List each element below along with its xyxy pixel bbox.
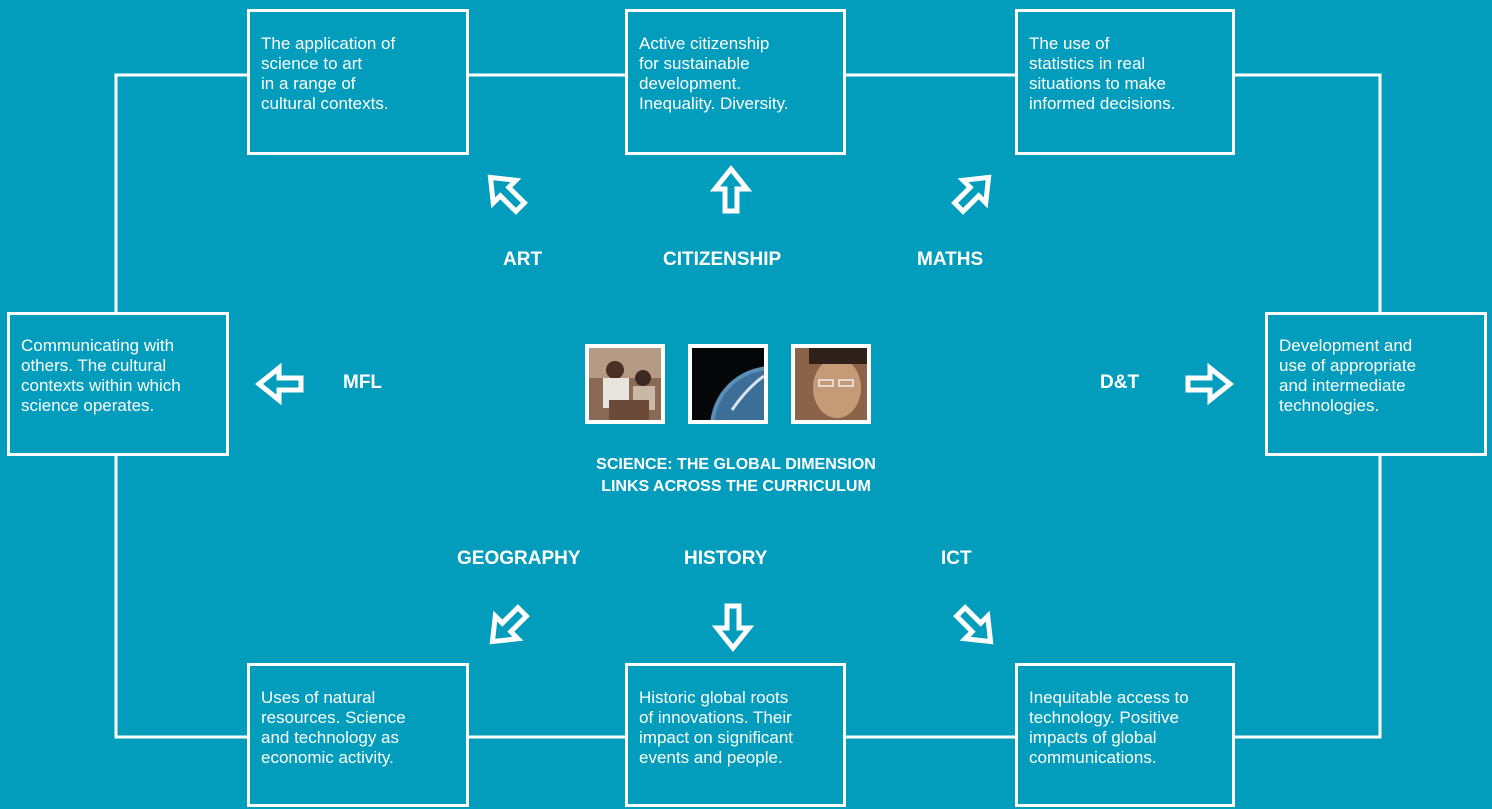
arrow-down-icon	[711, 603, 755, 653]
arrow-up-left-icon	[487, 174, 528, 215]
photo-students-icon	[585, 344, 665, 424]
dt-description-box: Development and use of appropriate and i…	[1265, 312, 1487, 456]
citizenship-description-box: Active citizenship for sustainable devel…	[625, 9, 846, 155]
subject-label-maths: MATHS	[917, 249, 984, 270]
subject-label-ict: ICT	[941, 548, 972, 569]
arrow-left-icon	[254, 362, 304, 406]
center-title-line-1: SCIENCE: THE GLOBAL DIMENSION	[596, 456, 876, 473]
ict-description-box: Inequitable access to technology. Positi…	[1015, 663, 1235, 807]
center-title-line-2: LINKS ACROSS THE CURRICULUM	[601, 478, 871, 495]
subject-label-dt: D&T	[1100, 372, 1140, 393]
subject-label-art: ART	[503, 249, 543, 270]
photo-earth-from-space-icon	[688, 344, 768, 424]
maths-description-box: The use of statistics in real situations…	[1015, 9, 1235, 155]
subject-label-history: HISTORY	[684, 548, 768, 569]
art-description-box: The application of science to art in a r…	[247, 9, 469, 155]
arrow-right-icon	[1185, 362, 1235, 406]
arrow-up-right-icon	[951, 174, 992, 215]
subject-label-mfl: MFL	[343, 372, 383, 393]
arrow-down-right-icon	[953, 604, 994, 645]
center-title: SCIENCE: THE GLOBAL DIMENSION LINKS ACRO…	[536, 454, 936, 498]
subject-label-citizenship: CITIZENSHIP	[663, 249, 782, 270]
subject-label-geography: GEOGRAPHY	[457, 548, 581, 569]
history-description-box: Historic global roots of innovations. Th…	[625, 663, 846, 807]
photo-person-face-icon	[791, 344, 871, 424]
arrow-down-left-icon	[489, 604, 530, 645]
arrow-up-icon	[709, 164, 753, 214]
geography-description-box: Uses of natural resources. Science and t…	[247, 663, 469, 807]
mfl-description-box: Communicating with others. The cultural …	[7, 312, 229, 456]
